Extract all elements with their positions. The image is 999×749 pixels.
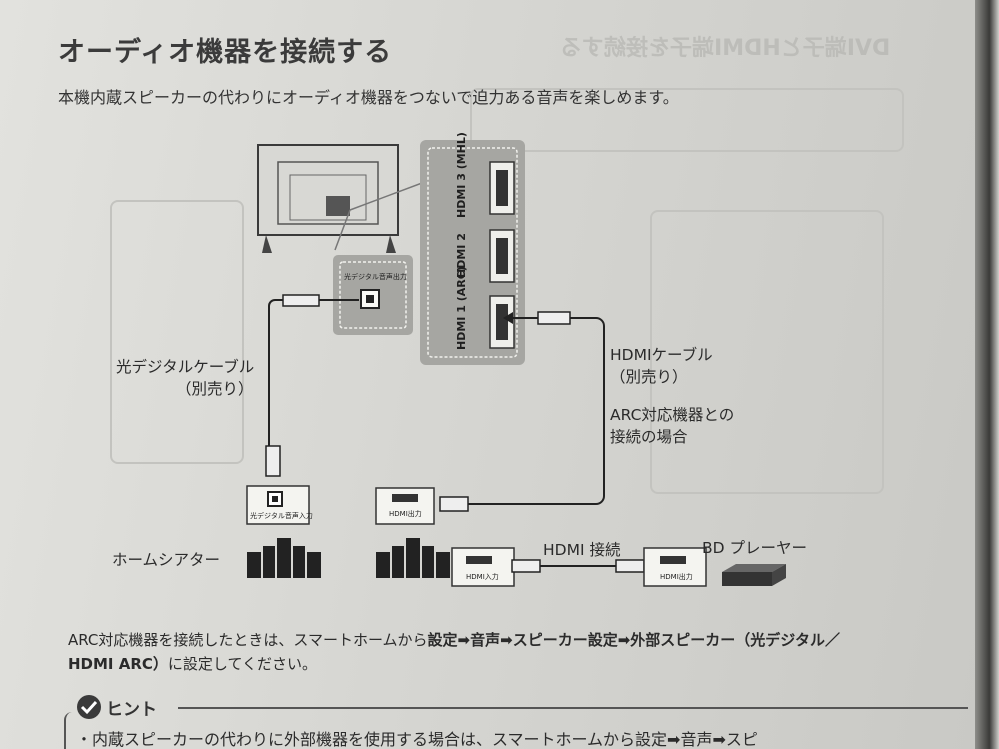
hint-heading: ヒント [76, 694, 157, 720]
arc-device-output-label: HDMI出力 [389, 510, 422, 518]
hdmi-port-panel [420, 140, 525, 365]
bd-output-label: HDMI出力 [660, 573, 693, 581]
hdmi-cable-label-line: （別売り） [610, 368, 688, 387]
intro-text: 本機内蔵スピーカーの代わりにオーディオ機器をつないで迫力ある音声を楽しめます。 [58, 88, 679, 107]
background-page-box [650, 210, 884, 494]
menu-path-speaker-settings: スピーカー設定 [512, 631, 618, 649]
arc-receiver-illustration [375, 487, 515, 587]
optical-cable [265, 294, 359, 477]
menu-path-external-speaker: 外部スピーカー（光デジタル／ HDMI ARC） [68, 631, 840, 673]
hdmi-link-cable [511, 559, 645, 573]
tv-rear-illustration [257, 144, 431, 253]
manual-page: DVI端子とHDMI端子を接続する オーディオ機器を接続する 本機内蔵スピーカー… [0, 0, 975, 749]
page-edge-shadow [975, 0, 999, 749]
hdmi-port-label: HDMI 1 (ARC) [455, 266, 468, 350]
arc-note-line: 接続の場合 [610, 428, 688, 447]
hint-rule [178, 707, 968, 709]
home-theater-label: ホームシアター [112, 551, 221, 569]
hdmi-cable-label-line: HDMIケーブル [610, 346, 713, 364]
arc-setting-note: ARC対応機器を接続したときは、スマートホームから設定➡音声➡スピーカー設定➡外… [68, 628, 868, 676]
note-prefix: ARC対応機器を接続したときは、スマートホームから [68, 631, 428, 649]
bd-player-illustration [643, 547, 786, 587]
checkmark-icon [77, 695, 101, 719]
arc-note: ARC対応機器との 接続の場合 [610, 404, 734, 449]
svg-text:HDMI 3 (MHL): HDMI 3 (MHL) [455, 132, 468, 218]
hint-title: ヒント [106, 699, 157, 720]
bd-player-label: BD プレーヤー [702, 539, 807, 557]
hdmi-port-label: HDMI 3 (MHL) [455, 132, 468, 218]
arrow-icon: ➡ [500, 631, 513, 649]
optical-output-panel [333, 255, 413, 335]
page-title: オーディオ機器を接続する [58, 37, 393, 68]
optical-cable-label-line: 光デジタルケーブル [116, 358, 255, 376]
receiver-input-label: HDMI入力 [466, 573, 499, 581]
arrow-icon: ➡ [617, 631, 631, 649]
background-page-box [110, 200, 244, 464]
hdmi-cable-label: HDMIケーブル （別売り） [610, 344, 713, 389]
arrow-icon: ➡ [457, 631, 471, 649]
menu-path-settings: 設定 [427, 631, 458, 649]
home-theater-illustration [246, 485, 321, 578]
menu-path-audio: 音声 [470, 631, 501, 649]
home-theater-input-label: 光デジタル音声入力 [250, 512, 313, 520]
arc-note-line: ARC対応機器との [610, 406, 735, 424]
svg-text:HDMI 1 (ARC): HDMI 1 (ARC) [455, 266, 468, 350]
hdmi-port-label: HDMI 2 [455, 233, 468, 278]
hdmi-cable [439, 311, 605, 512]
hint-box [64, 712, 966, 749]
connection-diagram: HDMI 1 (ARC) HDMI 2 HDMI 3 (MHL) [246, 132, 786, 587]
optical-cable-label-line: （別売り） [176, 380, 254, 399]
svg-text:HDMI 2: HDMI 2 [455, 233, 468, 278]
note-suffix: に設定してください。 [167, 655, 318, 673]
hdmi-connection-label: HDMI 接続 [543, 541, 621, 559]
hint-text: ・内蔵スピーカーの代わりに外部機器を使用する場合は、スマートホームから設定➡音声… [76, 730, 758, 749]
background-page-box [470, 88, 904, 152]
optical-cable-label: 光デジタルケーブル （別売り） [116, 356, 254, 401]
optical-output-panel-label: 光デジタル音声出力 [344, 273, 407, 281]
